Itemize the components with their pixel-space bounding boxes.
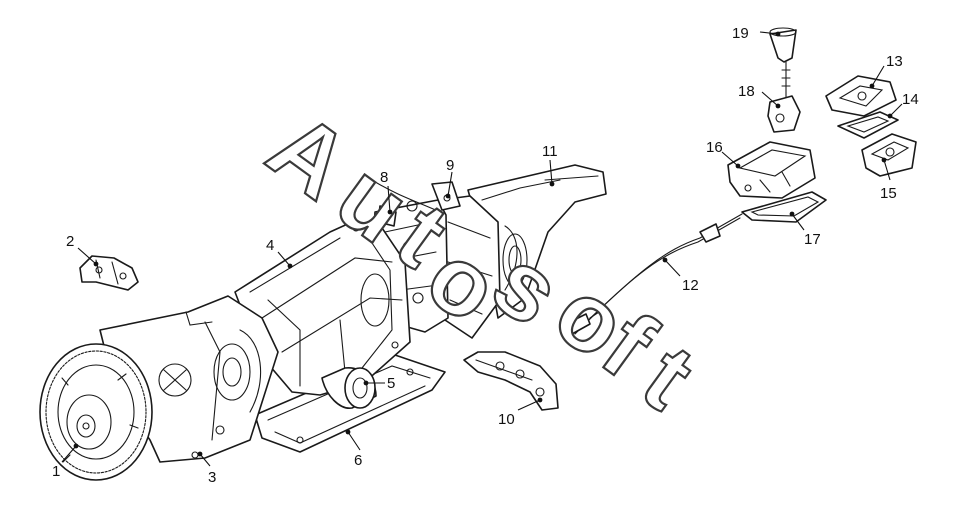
part-13-shift-cover xyxy=(825,75,897,117)
callout-2: 2 xyxy=(66,233,74,250)
part-10-crossmember xyxy=(463,351,559,411)
callout-18: 18 xyxy=(738,83,755,100)
callout-16: 16 xyxy=(706,139,723,156)
callout-5: 5 xyxy=(387,375,395,392)
callout-19: 19 xyxy=(732,25,749,42)
part-15-indicator-panel xyxy=(861,133,917,177)
callout-17: 17 xyxy=(804,231,821,248)
part-19-knob xyxy=(769,27,797,63)
callout-15: 15 xyxy=(880,185,897,202)
callout-8: 8 xyxy=(380,169,388,186)
callout-9: 9 xyxy=(446,157,454,174)
callout-11: 11 xyxy=(542,143,558,160)
part-17-gasket xyxy=(741,191,827,223)
callout-4: 4 xyxy=(266,237,274,254)
callout-12: 12 xyxy=(682,277,699,294)
part-1-torque-converter xyxy=(39,343,153,481)
part-16-shifter-housing xyxy=(727,141,816,199)
part-14-seal-plate xyxy=(837,111,899,139)
callout-3: 3 xyxy=(208,469,216,486)
callout-13: 13 xyxy=(886,53,903,70)
callout-10: 10 xyxy=(498,411,515,428)
part-2-mount-bracket xyxy=(79,255,139,291)
part-18-shift-lever xyxy=(767,61,801,133)
callout-1: 1 xyxy=(52,463,60,480)
callout-14: 14 xyxy=(902,91,919,108)
part-12-shift-cable xyxy=(565,213,743,335)
callouts: 1 2 3 4 5 6 8 9 10 11 xyxy=(52,25,919,486)
callout-6: 6 xyxy=(354,452,362,469)
part-5-oil-filter xyxy=(321,367,377,409)
part-11-extension-housing xyxy=(467,164,607,319)
